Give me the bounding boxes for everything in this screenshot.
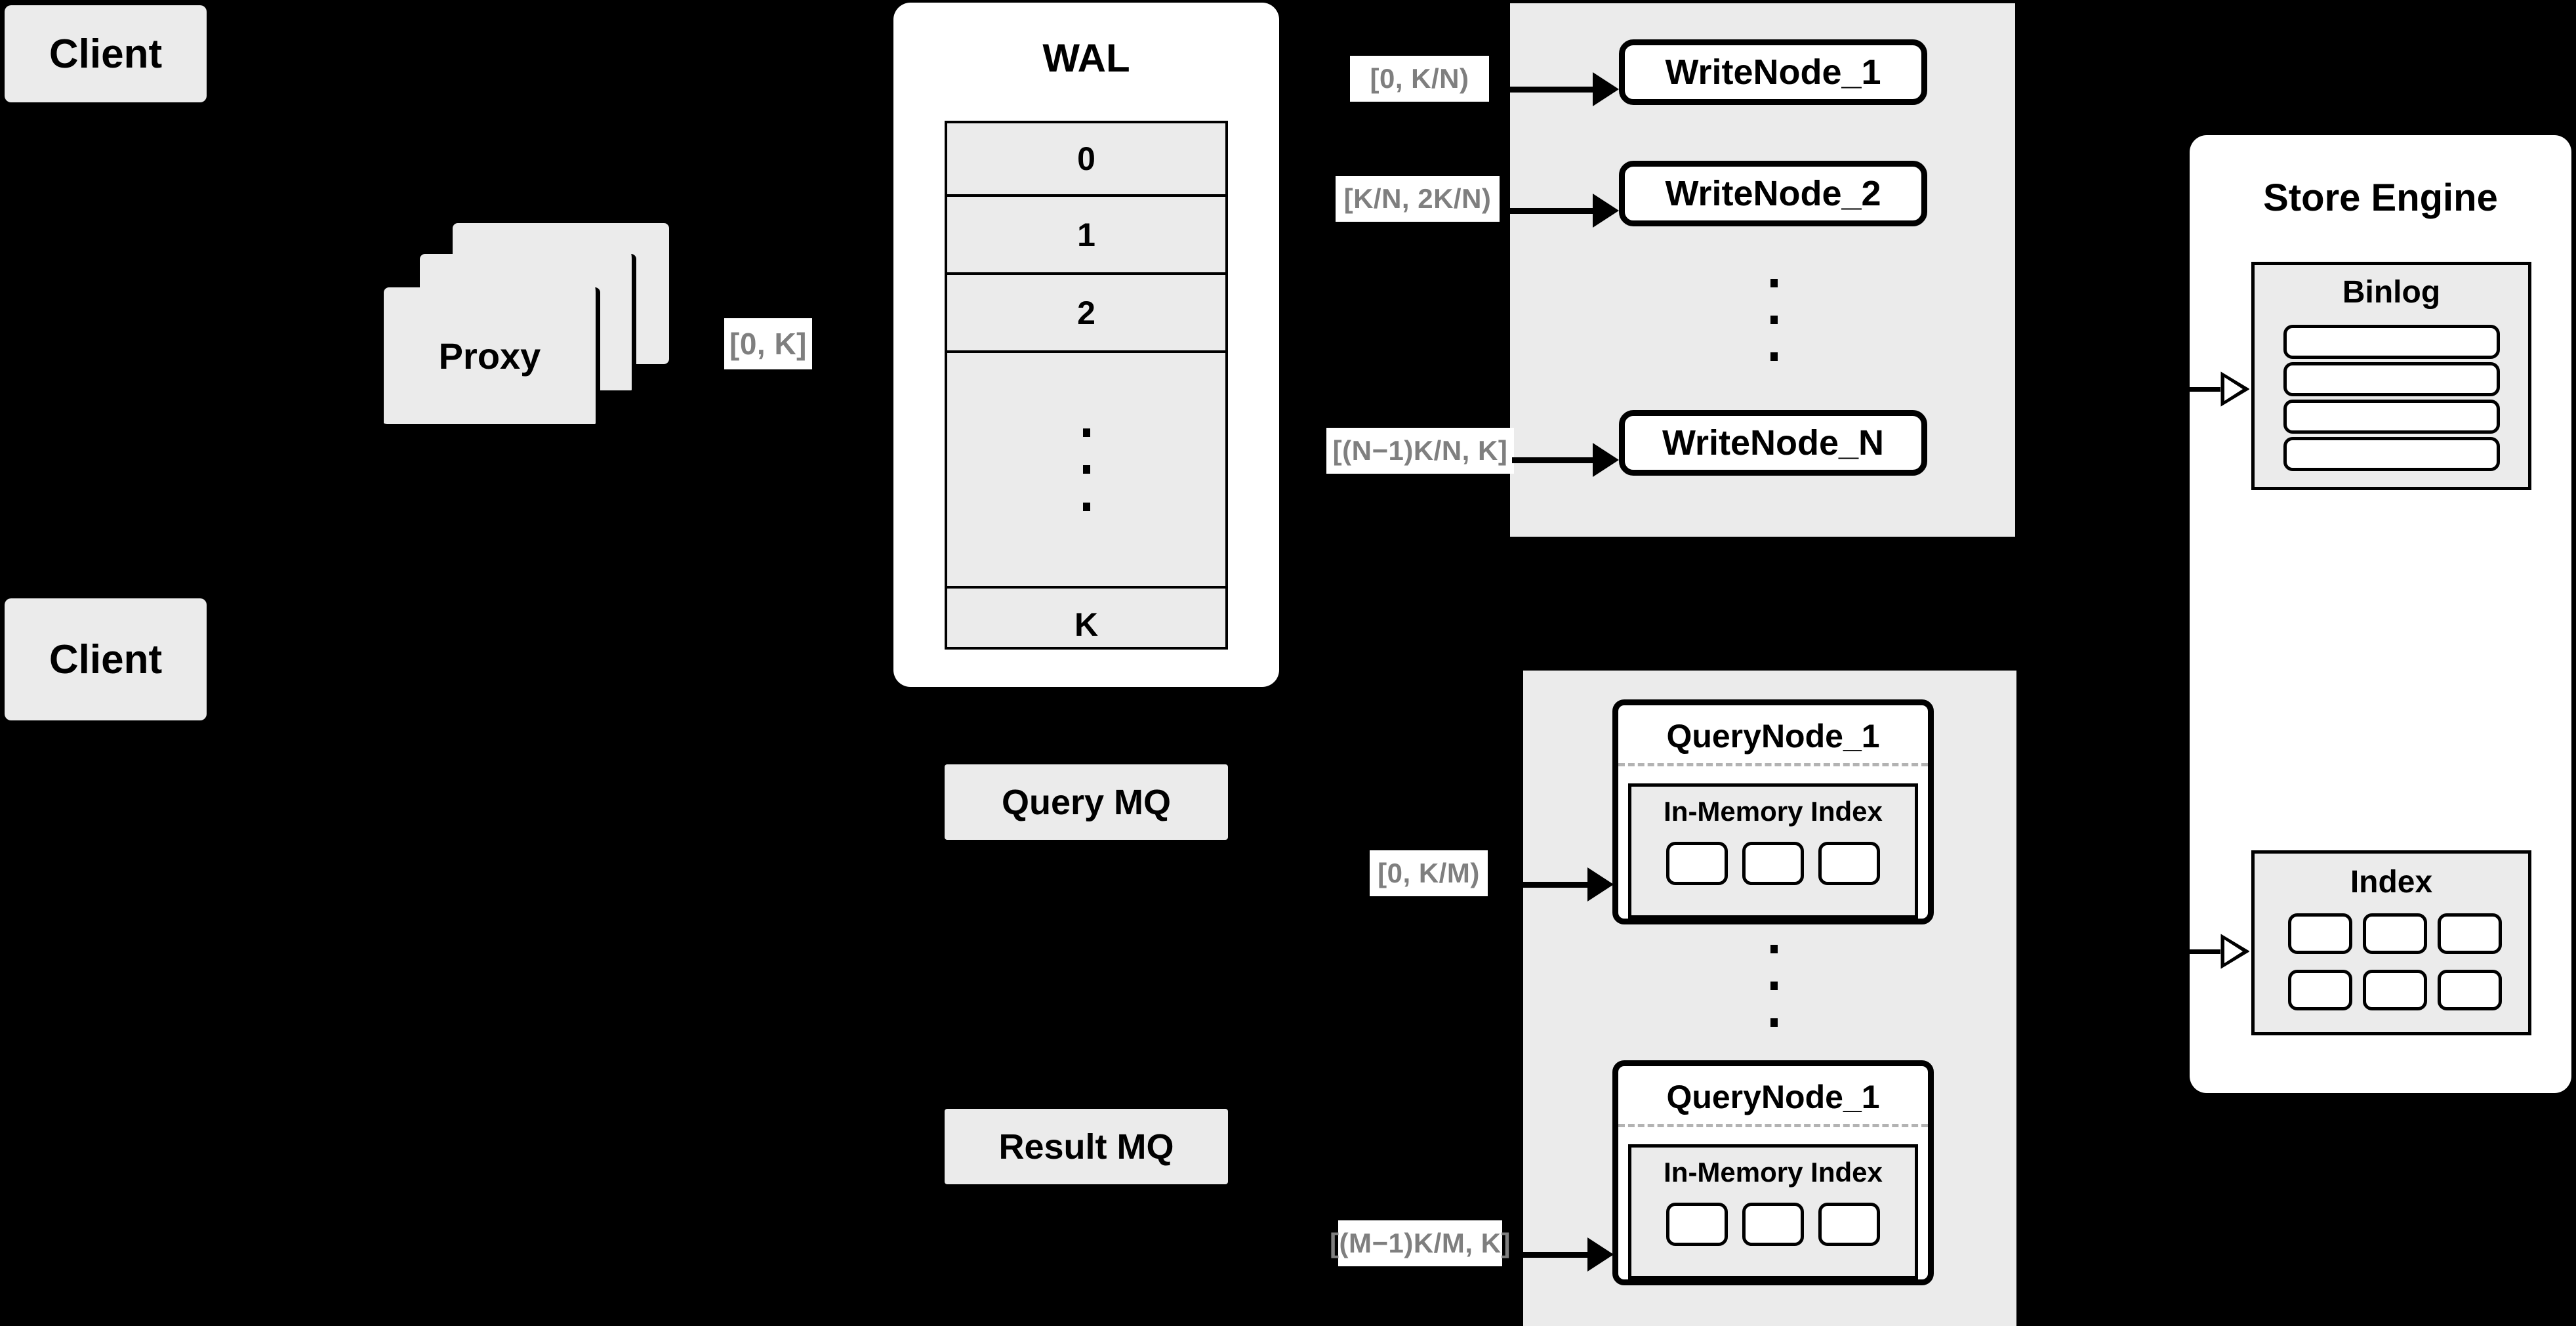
- write-node-2-range-label: [K/N, 2K/N): [1336, 176, 1500, 222]
- index-slot: [2287, 970, 2352, 1010]
- binlog-title: Binlog: [2342, 275, 2441, 310]
- binlog-entry: [2283, 437, 2500, 471]
- query-node-1-inmemory-index: In-Memory Index: [1628, 783, 1918, 919]
- client-label-2: Client: [49, 636, 163, 682]
- write-node-n[interactable]: WriteNode_N: [1619, 410, 1927, 476]
- query-cluster-ellipsis-dots: [1769, 945, 1778, 1027]
- query-node-1-range-text: [0, K/M): [1378, 858, 1480, 888]
- wal-table: 0 1 2 K: [945, 121, 1228, 650]
- write-node-n-arrow: [1512, 443, 1619, 477]
- result-mq-label: Result MQ: [998, 1127, 1174, 1167]
- wal-cell-0: 0: [1077, 140, 1095, 177]
- write-node-n-label: WriteNode_N: [1662, 423, 1885, 463]
- index-slot: [1666, 842, 1728, 885]
- open-arrow-head-icon: [2220, 933, 2249, 970]
- write-node-1-label: WriteNode_1: [1665, 52, 1881, 92]
- query-node-2-range-text: [(M−1)K/M, K]: [1330, 1228, 1511, 1258]
- index-box: Index: [2251, 850, 2531, 1035]
- wal-ellipsis-dots: [1082, 428, 1090, 511]
- proxy-range-label: [0, K]: [724, 318, 812, 369]
- binlog-entry: [2283, 362, 2500, 396]
- index-slot: [2362, 970, 2427, 1010]
- wal-cell-k: K: [1074, 606, 1099, 643]
- index-slot: [1742, 842, 1804, 885]
- write-node-2-range-text: [K/N, 2K/N): [1343, 183, 1492, 214]
- write-node-2-arrow: [1510, 194, 1619, 228]
- index-slot: [1818, 1203, 1880, 1246]
- wal-title: WAL: [1042, 36, 1130, 80]
- proxy-label: Proxy: [438, 335, 541, 377]
- query-node-1[interactable]: QueryNode_1 In-Memory Index: [1612, 699, 1934, 924]
- binlog-entry: [2283, 400, 2500, 434]
- wal-panel: WAL 0 1 2 K: [893, 3, 1279, 687]
- index-slot: [2437, 913, 2502, 954]
- store-engine-title: Store Engine: [2263, 176, 2498, 219]
- query-node-2-label: QueryNode_1: [1666, 1079, 1880, 1115]
- query-node-1-separator: [1618, 763, 1928, 766]
- binlog-entry: [2283, 325, 2500, 359]
- index-slot: [1742, 1203, 1804, 1246]
- wal-row-0: 0: [947, 123, 1225, 197]
- proxy-card-front[interactable]: Proxy: [384, 287, 600, 428]
- index-slot: [1666, 1203, 1728, 1246]
- write-node-2[interactable]: WriteNode_2: [1619, 161, 1927, 226]
- proxy-range-text: [0, K]: [729, 327, 807, 361]
- wal-row-k: K: [947, 589, 1225, 660]
- query-node-1-inmemory-title: In-Memory Index: [1664, 796, 1883, 827]
- proxy-stack[interactable]: Proxy: [380, 217, 676, 433]
- index-slot: [1818, 842, 1880, 885]
- wal-row-1: 1: [947, 197, 1225, 275]
- client-box-1[interactable]: Client: [5, 5, 207, 102]
- query-node-1-range-label: [0, K/M): [1370, 850, 1488, 896]
- wal-row-2: 2: [947, 275, 1225, 353]
- write-node-n-range-text: [(N−1)K/N, K]: [1332, 435, 1508, 466]
- query-node-1-label: QueryNode_1: [1666, 718, 1880, 755]
- wal-cell-2: 2: [1077, 294, 1095, 331]
- index-slot: [2362, 913, 2427, 954]
- write-node-1[interactable]: WriteNode_1: [1619, 39, 1927, 105]
- index-slot: [2287, 913, 2352, 954]
- write-cluster-ellipsis-dots: [1769, 279, 1778, 361]
- index-inflow-arrow: [2188, 933, 2249, 970]
- client-label-1: Client: [49, 31, 163, 77]
- index-slot: [2437, 970, 2502, 1010]
- index-title: Index: [2350, 865, 2433, 900]
- query-node-2-arrow: [1523, 1237, 1614, 1272]
- query-mq-box[interactable]: Query MQ: [945, 764, 1228, 840]
- write-node-n-range-label: [(N−1)K/N, K]: [1326, 428, 1514, 474]
- wal-row-ellipsis: [947, 353, 1225, 589]
- query-node-2-inmemory-title: In-Memory Index: [1664, 1157, 1883, 1188]
- write-node-1-range-text: [0, K/N): [1370, 63, 1469, 94]
- write-node-1-range-label: [0, K/N): [1350, 56, 1489, 102]
- store-engine-panel: Store Engine Binlog Index: [2190, 135, 2571, 1093]
- write-node-1-arrow: [1510, 72, 1619, 106]
- query-node-1-arrow: [1523, 867, 1614, 901]
- query-node-2-separator: [1618, 1124, 1928, 1127]
- query-node-2-inmemory-index: In-Memory Index: [1628, 1144, 1918, 1279]
- result-mq-box[interactable]: Result MQ: [945, 1109, 1228, 1184]
- query-node-2[interactable]: QueryNode_1 In-Memory Index: [1612, 1060, 1934, 1285]
- query-mq-label: Query MQ: [1001, 782, 1172, 822]
- wal-cell-1: 1: [1077, 216, 1095, 253]
- query-node-2-range-label: [(M−1)K/M, K]: [1330, 1220, 1511, 1266]
- write-node-2-label: WriteNode_2: [1665, 174, 1881, 213]
- client-box-2[interactable]: Client: [5, 598, 207, 720]
- binlog-inflow-arrow: [2188, 371, 2249, 407]
- binlog-box: Binlog: [2251, 262, 2531, 490]
- open-arrow-head-icon: [2220, 371, 2249, 407]
